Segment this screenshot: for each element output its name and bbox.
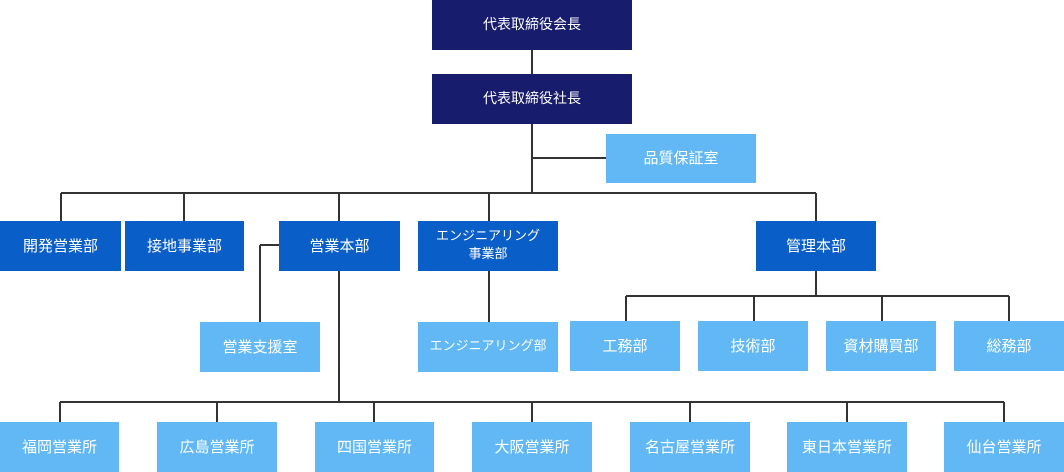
engineering-division-box: エンジニアリング 事業部 xyxy=(418,221,558,271)
engineering-dept-box: エンジニアリング部 xyxy=(418,322,558,372)
sales-support-box: 営業支援室 xyxy=(200,322,320,372)
president-box: 代表取締役社長 xyxy=(432,74,632,124)
management-hq-box: 管理本部 xyxy=(756,221,876,271)
chairman-box: 代表取締役会長 xyxy=(432,0,632,50)
technical-dept-box: 技術部 xyxy=(698,321,808,371)
office-box: 東日本営業所 xyxy=(787,422,907,472)
office-box: 福岡営業所 xyxy=(0,422,119,472)
office-box: 四国営業所 xyxy=(315,422,434,472)
contact-business-box: 接地事業部 xyxy=(125,221,244,271)
quality-assurance-box: 品質保証室 xyxy=(606,134,756,183)
office-box: 広島営業所 xyxy=(157,422,277,472)
procurement-dept-box: 資材購買部 xyxy=(826,321,936,371)
office-box: 名古屋営業所 xyxy=(630,422,750,472)
construction-dept-box: 工務部 xyxy=(570,321,680,371)
office-box: 大阪営業所 xyxy=(472,422,592,472)
office-box: 仙台営業所 xyxy=(944,422,1064,472)
development-sales-box: 開発営業部 xyxy=(0,221,121,271)
sales-hq-box: 営業本部 xyxy=(279,221,400,271)
general-affairs-box: 総務部 xyxy=(954,321,1064,371)
